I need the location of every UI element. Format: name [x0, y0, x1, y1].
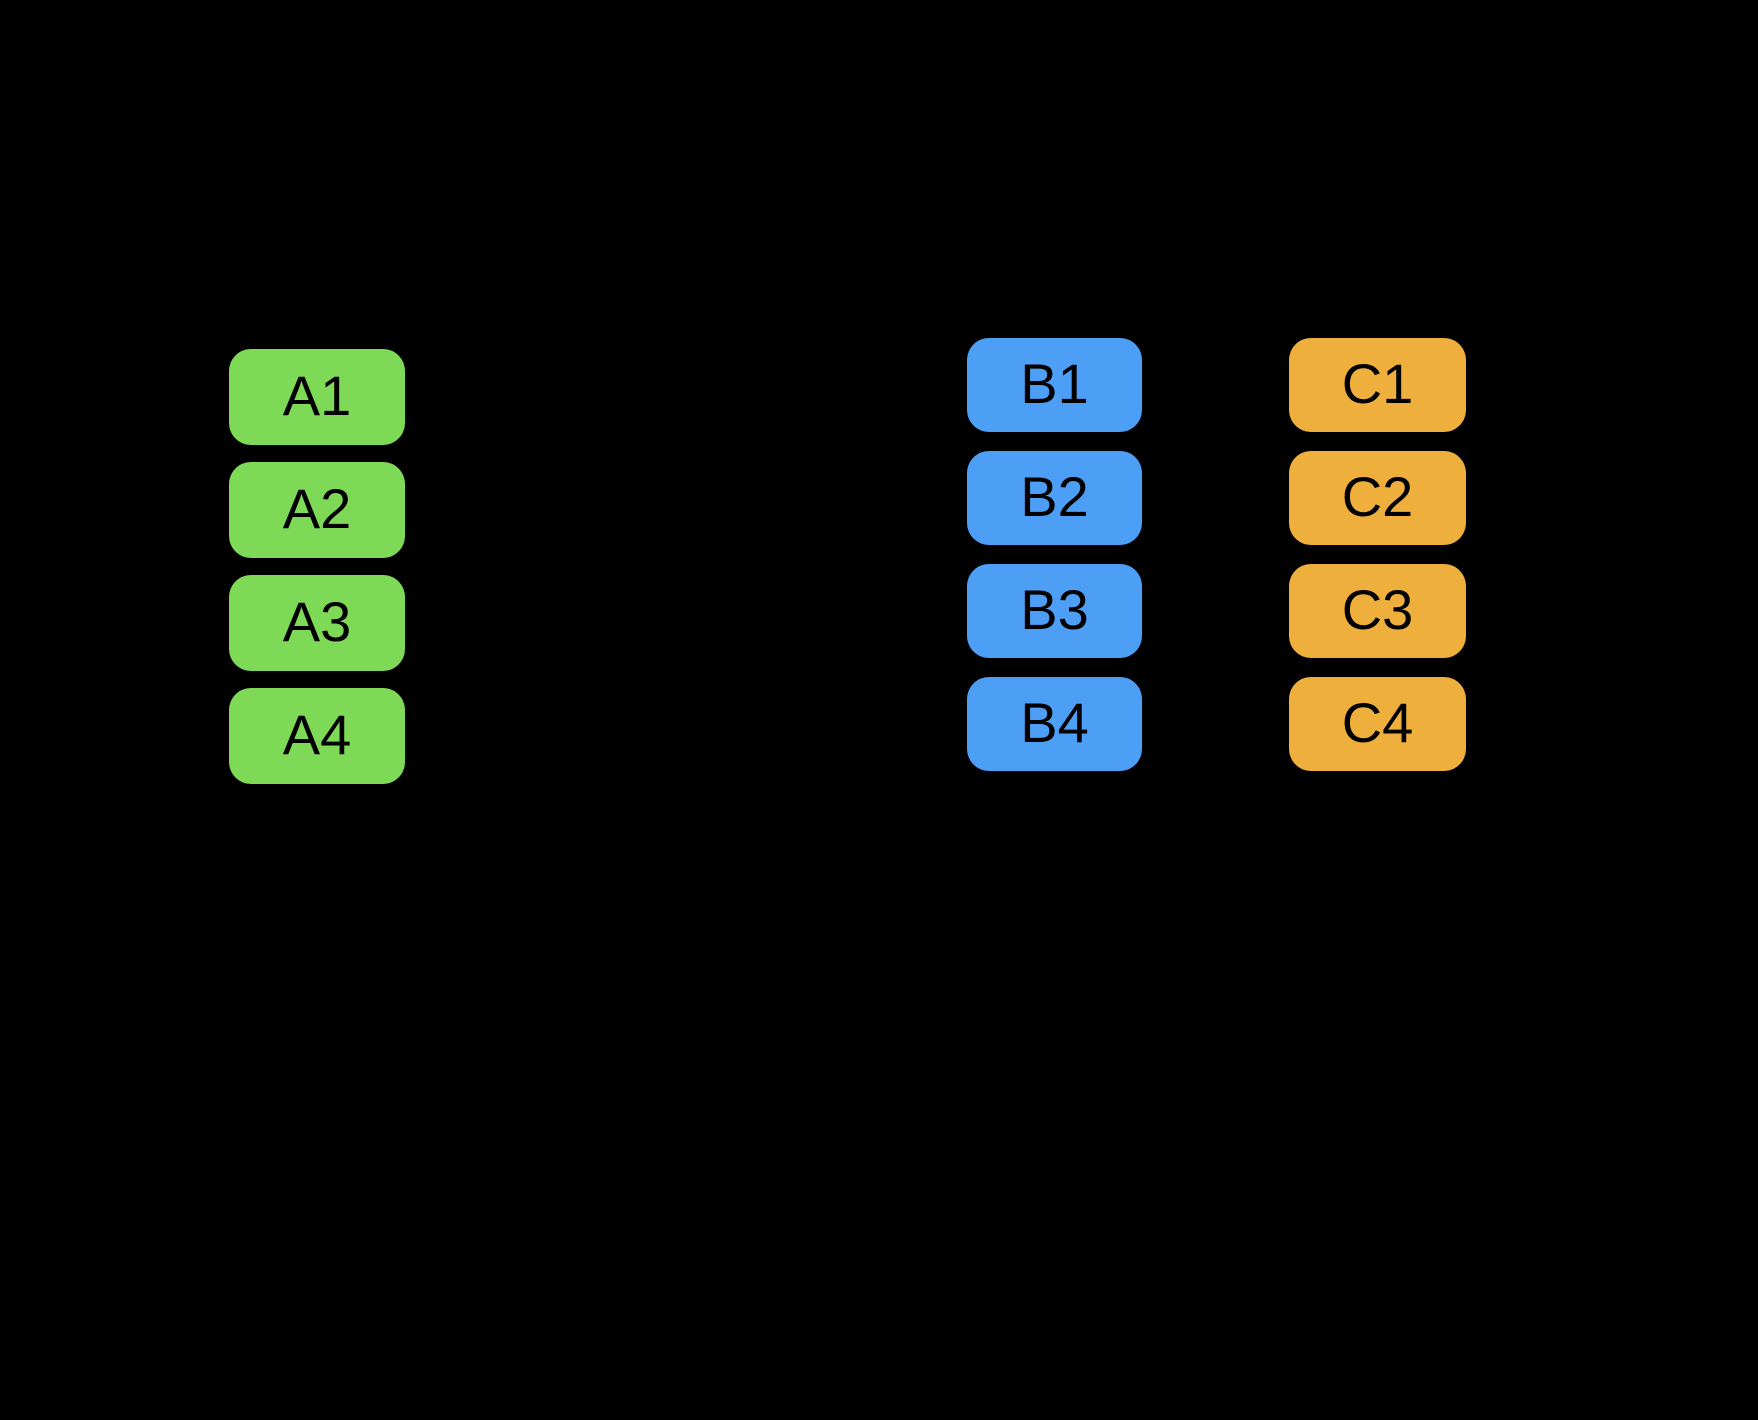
node-column-b: B1 B2 B3 B4 — [967, 338, 1142, 790]
node-a4[interactable]: A4 — [229, 688, 405, 784]
node-a2[interactable]: A2 — [229, 462, 405, 558]
node-b3[interactable]: B3 — [967, 564, 1142, 658]
node-b1-label: B1 — [1020, 352, 1089, 415]
node-c4[interactable]: C4 — [1289, 677, 1466, 771]
node-a3-label: A3 — [282, 590, 352, 653]
node-b2-label: B2 — [1020, 465, 1089, 528]
node-c2[interactable]: C2 — [1289, 451, 1466, 545]
node-a3[interactable]: A3 — [229, 575, 405, 671]
node-b4-label: B4 — [1020, 691, 1089, 754]
node-c4-label: C4 — [1341, 691, 1414, 754]
node-a1-label: A1 — [282, 364, 352, 427]
node-b4[interactable]: B4 — [967, 677, 1142, 771]
node-column-c: C1 C2 C3 C4 — [1289, 338, 1466, 790]
node-a1[interactable]: A1 — [229, 349, 405, 445]
node-b1[interactable]: B1 — [967, 338, 1142, 432]
node-a2-label: A2 — [282, 477, 352, 540]
node-c3[interactable]: C3 — [1289, 564, 1466, 658]
node-b3-label: B3 — [1020, 578, 1089, 641]
node-c2-label: C2 — [1341, 465, 1414, 528]
node-a4-label: A4 — [282, 703, 352, 766]
node-c1[interactable]: C1 — [1289, 338, 1466, 432]
node-b2[interactable]: B2 — [967, 451, 1142, 545]
node-c1-label: C1 — [1341, 352, 1414, 415]
node-c3-label: C3 — [1341, 578, 1414, 641]
node-column-a: A1 A2 A3 A4 — [229, 349, 405, 801]
